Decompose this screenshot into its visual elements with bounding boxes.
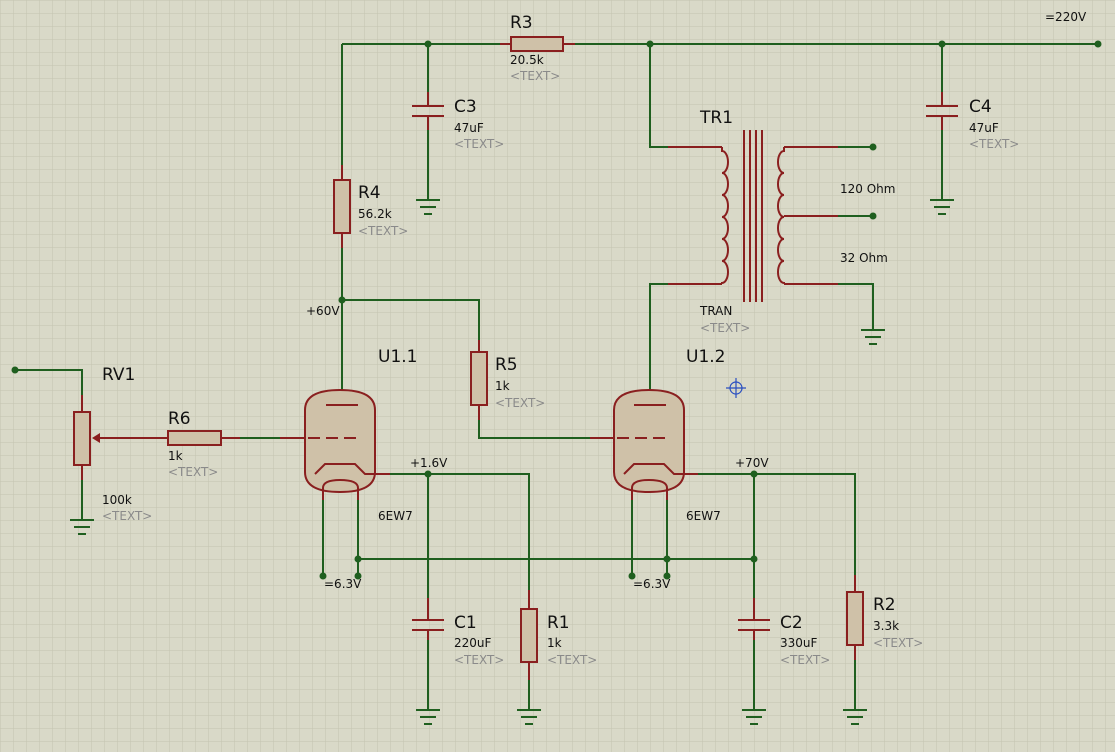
rv1-ref: RV1 [102, 365, 135, 385]
u11-ref: U1.1 [378, 347, 417, 367]
c1-ref: C1 [454, 613, 477, 633]
ground-rv1 [70, 519, 94, 535]
r6-value: 1k [168, 449, 183, 463]
r2-value: 3.3k [873, 619, 899, 633]
u12-value: 6EW7 [686, 509, 721, 523]
ground-symbols [70, 199, 954, 725]
r4-ref: R4 [358, 183, 381, 203]
c4-ref: C4 [969, 97, 992, 117]
net-anode1-label: +60V [306, 304, 340, 318]
c4-text: <TEXT> [969, 137, 1019, 151]
potentiometer-rv1[interactable]: RV1 100k <TEXT> [73, 365, 152, 523]
tr1-tap-32: 32 Ohm [840, 251, 888, 265]
c2-text: <TEXT> [780, 653, 830, 667]
rv1-value: 100k [102, 493, 132, 507]
c3-ref: C3 [454, 97, 477, 117]
u11-value: 6EW7 [378, 509, 413, 523]
c3-value: 47uF [454, 121, 484, 135]
r5-text: <TEXT> [495, 396, 545, 410]
resistor-r1[interactable]: R1 1k <TEXT> [520, 590, 597, 680]
r1-value: 1k [547, 636, 562, 650]
tr1-ref: TR1 [699, 108, 733, 128]
tr1-tap-120: 120 Ohm [840, 182, 895, 196]
resistor-r4[interactable]: R4 56.2k <TEXT> [333, 165, 408, 248]
crosshair-cursor-icon [726, 378, 746, 398]
r5-ref: R5 [495, 355, 518, 375]
tube-u1-2[interactable]: U1.2 6EW7 [590, 347, 725, 523]
capacitor-c1[interactable]: C1 220uF <TEXT> [412, 598, 504, 667]
r3-ref: R3 [510, 13, 533, 33]
junctions [11, 40, 1102, 580]
resistor-r3[interactable]: R3 20.5k <TEXT> [500, 13, 575, 83]
resistor-r5[interactable]: R5 1k <TEXT> [470, 340, 545, 420]
r2-ref: R2 [873, 595, 896, 615]
u12-ref: U1.2 [686, 347, 725, 367]
net-cathode2-label: +70V [735, 456, 769, 470]
c4-value: 47uF [969, 121, 999, 135]
capacitor-c4[interactable]: C4 47uF <TEXT> [926, 92, 1019, 151]
rv1-text: <TEXT> [102, 509, 152, 523]
r1-text: <TEXT> [547, 653, 597, 667]
net-heater2-label: =6.3V [633, 577, 671, 591]
capacitor-c3[interactable]: C3 47uF <TEXT> [412, 92, 504, 151]
resistor-r6[interactable]: R6 1k <TEXT> [150, 409, 240, 479]
r2-text: <TEXT> [873, 636, 923, 650]
ground-r2 [843, 709, 867, 725]
tr1-text: <TEXT> [700, 321, 750, 335]
ground-c3 [416, 199, 440, 215]
r4-text: <TEXT> [358, 224, 408, 238]
net-supply-label: =220V [1045, 10, 1087, 24]
r3-value: 20.5k [510, 53, 544, 67]
ground-tr1 [861, 329, 885, 345]
c2-value: 330uF [780, 636, 818, 650]
r6-ref: R6 [168, 409, 191, 429]
ground-c1 [416, 709, 440, 725]
c1-text: <TEXT> [454, 653, 504, 667]
r3-text: <TEXT> [510, 69, 560, 83]
r1-ref: R1 [547, 613, 570, 633]
ground-c2 [742, 709, 766, 725]
c2-ref: C2 [780, 613, 803, 633]
net-cathode1-label: +1.6V [410, 456, 448, 470]
tr1-value: TRAN [699, 304, 732, 318]
c1-value: 220uF [454, 636, 492, 650]
c3-text: <TEXT> [454, 137, 504, 151]
capacitor-c2[interactable]: C2 330uF <TEXT> [738, 598, 830, 667]
net-heater1-label: =6.3V [324, 577, 362, 591]
ground-c4 [930, 199, 954, 215]
ground-r1 [517, 709, 541, 725]
r5-value: 1k [495, 379, 510, 393]
r4-value: 56.2k [358, 207, 392, 221]
r6-text: <TEXT> [168, 465, 218, 479]
resistor-r2[interactable]: R2 3.3k <TEXT> [846, 575, 923, 660]
transformer-tr1[interactable]: TR1 TRAN <TEXT> 120 Ohm 32 Ohm [668, 108, 895, 335]
tube-u1-1[interactable]: U1.1 6EW7 [280, 347, 417, 523]
